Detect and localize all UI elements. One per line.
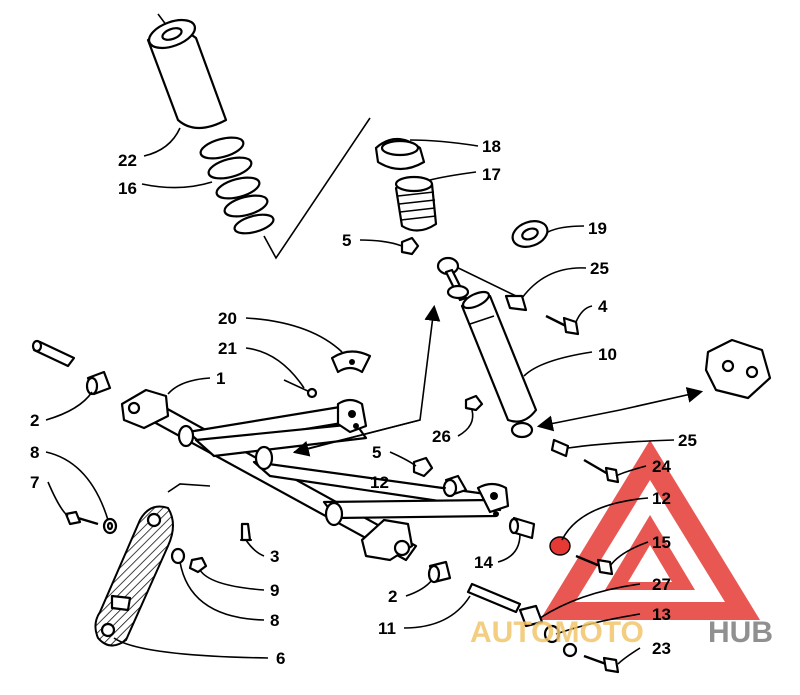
shock-bracket: [330, 350, 372, 374]
coil-spring: [199, 117, 371, 260]
callout-12-right: 12: [652, 489, 671, 508]
callout-6: 6: [276, 649, 285, 668]
link-arm: [94, 505, 174, 647]
callout-12-left: 12: [370, 473, 389, 492]
bump-stop-boot: [394, 175, 438, 232]
watermark-logo: [540, 440, 760, 620]
callout-16: 16: [118, 179, 137, 198]
callout-10: 10: [598, 345, 617, 364]
long-pin: [466, 582, 522, 614]
callout-11: 11: [378, 619, 396, 638]
shock-bushing: [511, 220, 549, 248]
callout-25-lower: 25: [678, 431, 697, 450]
callout-17: 17: [482, 165, 501, 184]
callout-21: 21: [218, 339, 237, 358]
link-bolt: [64, 510, 99, 526]
callout-1: 1: [216, 369, 225, 388]
callout-25-upper: 25: [590, 259, 609, 278]
bolt-15: [575, 554, 614, 576]
lower-shock-nut: [464, 394, 484, 412]
lower-nut: [412, 456, 434, 478]
spring-retainer: [374, 137, 426, 171]
callout-14: 14: [474, 553, 493, 572]
callout-2-right: 2: [388, 587, 397, 606]
callout-2-left: 2: [30, 411, 39, 430]
upper-bolt: [545, 314, 580, 336]
shock-absorber: [436, 256, 538, 439]
watermark-part2: HUB: [708, 616, 773, 649]
callout-27: 27: [652, 575, 671, 594]
leader-lines: [45, 127, 675, 665]
callout-5-lower: 5: [372, 443, 381, 462]
callout-9: 9: [270, 581, 279, 600]
bushing-12-right: [549, 536, 571, 556]
upper-spacer: [504, 294, 528, 312]
callout-22: 22: [118, 151, 137, 170]
callout-3: 3: [270, 547, 279, 566]
callout-13: 13: [652, 605, 671, 624]
right-bushing: [427, 560, 452, 584]
chassis-bracket-detail: [704, 338, 772, 400]
bolt-24: [583, 458, 620, 484]
callout-labels: 22 16 18 17 5 19 25 4 20 21 1 10 2 8 7 2…: [30, 137, 697, 668]
callout-19: 19: [588, 219, 607, 238]
callout-26: 26: [432, 427, 451, 446]
rear-arm-assembly: [120, 388, 510, 562]
callout-18: 18: [482, 137, 501, 156]
lower-spacer: [550, 438, 570, 458]
callout-24: 24: [652, 457, 671, 476]
callout-7: 7: [30, 473, 39, 492]
washer-left: [102, 517, 118, 535]
spacer-27: [518, 604, 544, 628]
callout-15: 15: [652, 533, 671, 552]
callout-20: 20: [218, 309, 237, 328]
bolt-23: [583, 654, 620, 674]
callout-8-left: 8: [30, 443, 39, 462]
bushing-12-left: [442, 474, 468, 498]
shock-cover-tube: [146, 13, 228, 130]
reference-arrows: [167, 304, 704, 493]
callout-5-upper: 5: [342, 231, 351, 250]
left-pin: [31, 339, 76, 368]
lower-grease-fitting: [240, 522, 252, 542]
watermark-part1: AUTOMOTO: [470, 616, 644, 649]
upper-nut: [400, 236, 420, 256]
sleeve: [508, 516, 536, 540]
left-bushing: [85, 370, 112, 396]
callout-4: 4: [598, 297, 608, 316]
grease-fitting: [283, 379, 318, 399]
washer-right: [170, 547, 186, 565]
watermark-text: AUTOMOTO HUB: [470, 616, 773, 649]
washer-13: [543, 624, 578, 658]
link-nut: [188, 556, 208, 574]
callout-8-right: 8: [270, 611, 279, 630]
callout-23: 23: [652, 639, 671, 658]
